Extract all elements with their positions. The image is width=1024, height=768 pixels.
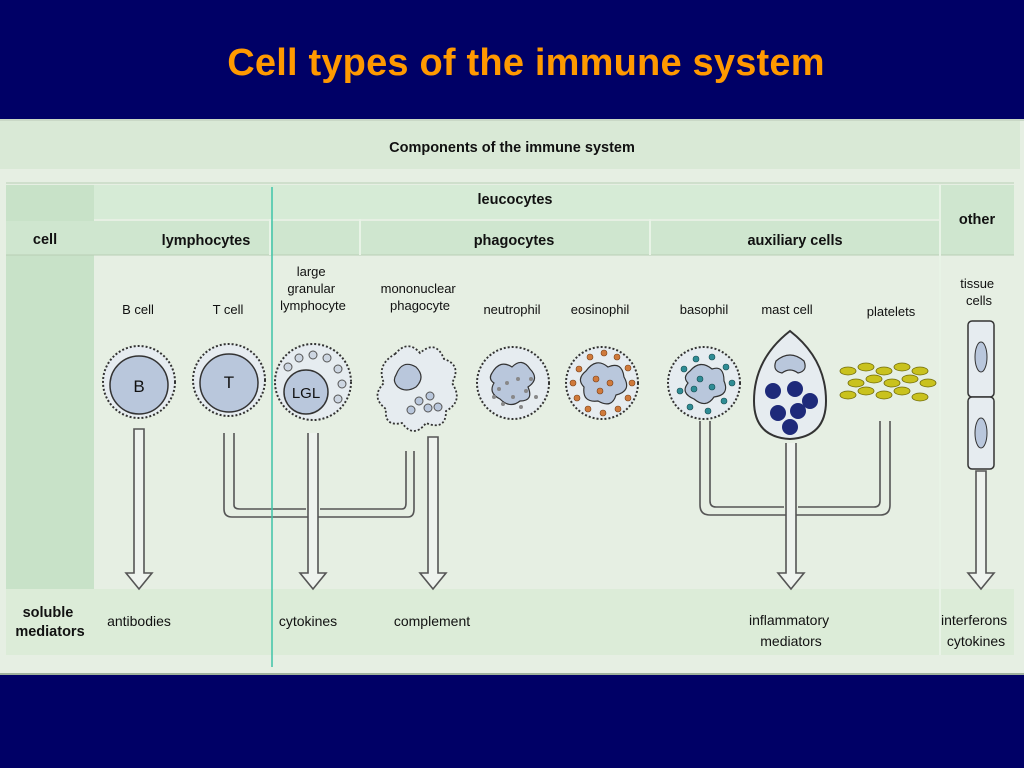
leucocytes-band xyxy=(94,185,940,219)
mediators-band xyxy=(6,589,1014,655)
platelets-illustration xyxy=(839,362,937,402)
mediator-inflammatory-mediators: inflammatory mediators xyxy=(749,612,833,649)
group-auxiliary-cells: auxiliary cells xyxy=(747,233,842,249)
immune-system-diagram: Components of the immune system cell leu… xyxy=(0,119,1024,675)
group-leucocytes: leucocytes xyxy=(478,192,553,208)
mononuclear-phagocyte-illustration xyxy=(376,345,458,432)
row-label-column xyxy=(6,185,94,655)
group-other: other xyxy=(959,212,996,228)
label-eosinophil: eosinophil xyxy=(571,302,630,317)
label-large-granular-lymphocyte: large granular lymphocyte xyxy=(280,264,346,313)
b-cell-illustration: B xyxy=(102,345,176,419)
tissue-cells-illustration xyxy=(967,320,995,470)
connector-arrows xyxy=(124,421,996,591)
label-tissue-cells: tissue cells xyxy=(960,276,998,308)
row-label-cell: cell xyxy=(33,232,57,248)
mediator-antibodies: antibodies xyxy=(107,613,171,629)
mediator-complement: complement xyxy=(394,613,470,629)
row-label-soluble-mediators: soluble mediators xyxy=(15,605,84,640)
label-mononuclear-phagocyte: mononuclear phagocyte xyxy=(381,281,460,313)
mast-cell-illustration xyxy=(752,329,828,441)
label-platelets: platelets xyxy=(867,304,916,319)
lgl-tag: LGL xyxy=(292,385,320,402)
mediator-interferons-cytokines: interferons cytokines xyxy=(941,612,1011,649)
other-band xyxy=(940,185,1014,255)
mediator-cytokines: cytokines xyxy=(279,613,337,629)
label-mast-cell: mast cell xyxy=(761,302,812,317)
group-phagocytes: phagocytes xyxy=(474,233,555,249)
label-basophil: basophil xyxy=(680,302,729,317)
eosinophil-illustration xyxy=(565,346,639,420)
heading-band xyxy=(0,121,1020,169)
basophil-illustration xyxy=(667,346,741,420)
label-neutrophil: neutrophil xyxy=(483,302,540,317)
neutrophil-illustration xyxy=(476,346,550,420)
slide-title: Cell types of the immune system xyxy=(227,42,825,84)
lgl-illustration: LGL xyxy=(274,343,352,421)
subgroup-band xyxy=(6,221,940,255)
diagram-heading: Components of the immune system xyxy=(389,140,635,156)
label-t-cell: T cell xyxy=(213,302,244,317)
label-b-cell: B cell xyxy=(122,302,154,317)
b-cell-tag: B xyxy=(133,377,144,396)
t-cell-tag: T xyxy=(224,373,234,392)
t-cell-illustration: T xyxy=(192,343,266,417)
group-lymphocytes: lymphocytes xyxy=(162,233,251,249)
